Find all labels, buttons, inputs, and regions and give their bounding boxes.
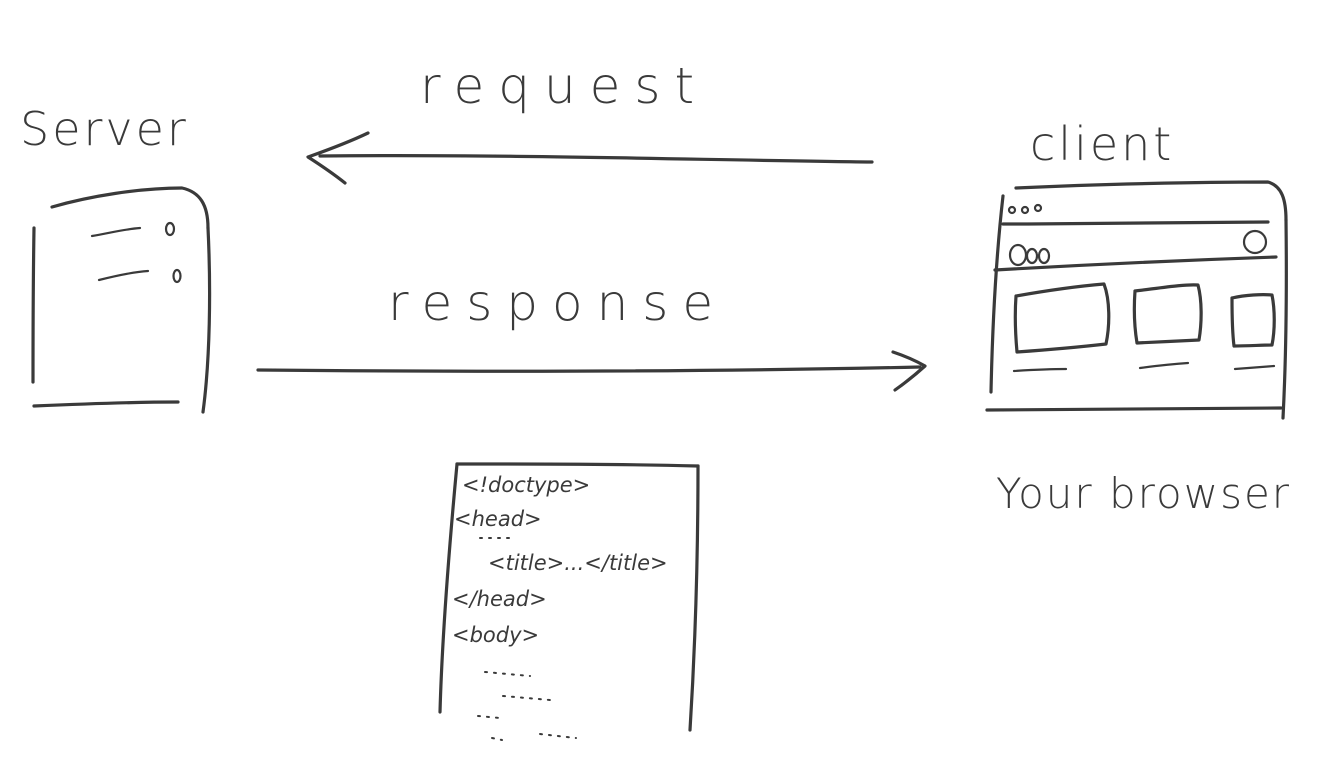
- window-dot-icon: [1007, 205, 1017, 215]
- content-card: [1230, 293, 1276, 348]
- html-document: [438, 462, 700, 732]
- doc-line-doctype: <!doctype>: [462, 473, 590, 497]
- request-arrow: [306, 131, 874, 185]
- nav-button-icon: [1008, 243, 1028, 267]
- response-arrow: [256, 350, 927, 392]
- doc-line-body-open: <body>: [452, 623, 539, 647]
- client-label: client: [1030, 117, 1174, 171]
- window-dot-icon: [1020, 205, 1030, 215]
- doc-line-head-close: </head>: [452, 587, 547, 611]
- doc-line-head-open: <head>: [454, 507, 542, 531]
- server-led-icon: [164, 221, 176, 237]
- window-dot-icon: [1033, 203, 1043, 213]
- nav-button-icon: [1037, 247, 1051, 265]
- server-label: Server: [20, 102, 189, 156]
- response-label: response: [388, 274, 727, 332]
- browser-label: Your browser: [996, 469, 1291, 518]
- nav-button-icon: [1025, 247, 1039, 265]
- request-label: request: [420, 57, 708, 115]
- server-led-icon: [172, 268, 182, 284]
- content-card: [1132, 283, 1203, 345]
- browser-window: [985, 180, 1288, 420]
- server-tower: [31, 186, 212, 414]
- doc-line-title: <title>...</title>: [488, 551, 668, 575]
- content-card: [1013, 282, 1111, 354]
- profile-icon: [1242, 229, 1268, 255]
